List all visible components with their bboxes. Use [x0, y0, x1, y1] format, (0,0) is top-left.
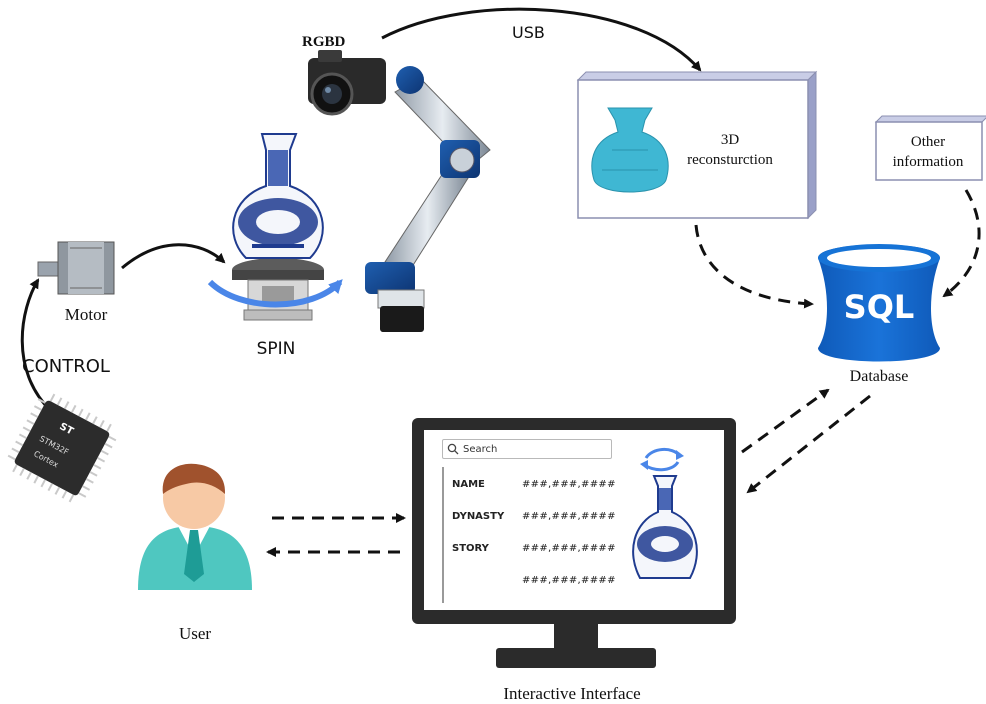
- user-label: User: [179, 624, 211, 643]
- turntable: [232, 258, 324, 321]
- spin-label: SPIN: [257, 339, 296, 359]
- database-label: Database: [850, 368, 909, 385]
- blue-white-vase-icon: [232, 133, 324, 259]
- info-row-story: STORY ###,###,####: [452, 543, 632, 559]
- info-to-db-arrow: [942, 189, 981, 298]
- interactive-interface-screen: Search NAME ###,###,#### DYNASTY ###,###…: [430, 433, 722, 603]
- rgbd-label: RGBD: [302, 34, 346, 50]
- info-list: NAME ###,###,#### DYNASTY ###,###,#### S…: [442, 467, 634, 603]
- motor-icon: [37, 241, 115, 295]
- control-label: CONTROL: [22, 356, 110, 377]
- usb-arrow: [381, 7, 702, 72]
- motor-to-turntable-arrow: [121, 243, 226, 270]
- other-information-line2: information: [893, 154, 964, 170]
- interface-label: Interactive Interface: [503, 684, 640, 703]
- reconstructed-vase-icon: [591, 107, 669, 193]
- motor-label: Motor: [65, 305, 108, 324]
- row-value: ###,###,####: [522, 543, 616, 554]
- refresh-icon: [640, 448, 684, 472]
- other-information-box: [874, 115, 986, 181]
- reconstruction-label-line1: 3D: [721, 132, 740, 148]
- control-arrow: [20, 278, 52, 412]
- recon-to-db-arrow: [694, 224, 814, 309]
- reconstruction-label-line2: reconsturction: [687, 152, 773, 168]
- robot-arm: [365, 66, 491, 332]
- info-row-extra: ###,###,####: [452, 575, 632, 591]
- info-row-name: NAME ###,###,####: [452, 479, 632, 495]
- interface-vase-icon: [632, 475, 698, 579]
- interface-to-db-arrow: [741, 388, 830, 454]
- row-label: DYNASTY: [452, 511, 505, 522]
- search-icon: [447, 443, 459, 455]
- search-input[interactable]: Search: [442, 439, 612, 459]
- user-icon: [138, 463, 252, 590]
- db-to-interface-arrow: [746, 394, 871, 494]
- usb-label: USB: [512, 23, 545, 42]
- spin-arrow: [207, 279, 343, 308]
- row-value: ###,###,####: [522, 575, 616, 586]
- row-value: ###,###,####: [522, 479, 616, 490]
- info-row-dynasty: DYNASTY ###,###,####: [452, 511, 632, 527]
- other-information-line1: Other: [911, 134, 945, 150]
- row-label: STORY: [452, 543, 489, 554]
- stm32-chip-icon: ST STM32F Cortex: [7, 393, 117, 503]
- row-label: NAME: [452, 479, 485, 490]
- sql-database-icon: [818, 244, 940, 362]
- row-value: ###,###,####: [522, 511, 616, 522]
- sql-label: SQL: [844, 288, 915, 326]
- rgbd-camera-icon: [308, 50, 386, 116]
- search-placeholder: Search: [463, 443, 498, 455]
